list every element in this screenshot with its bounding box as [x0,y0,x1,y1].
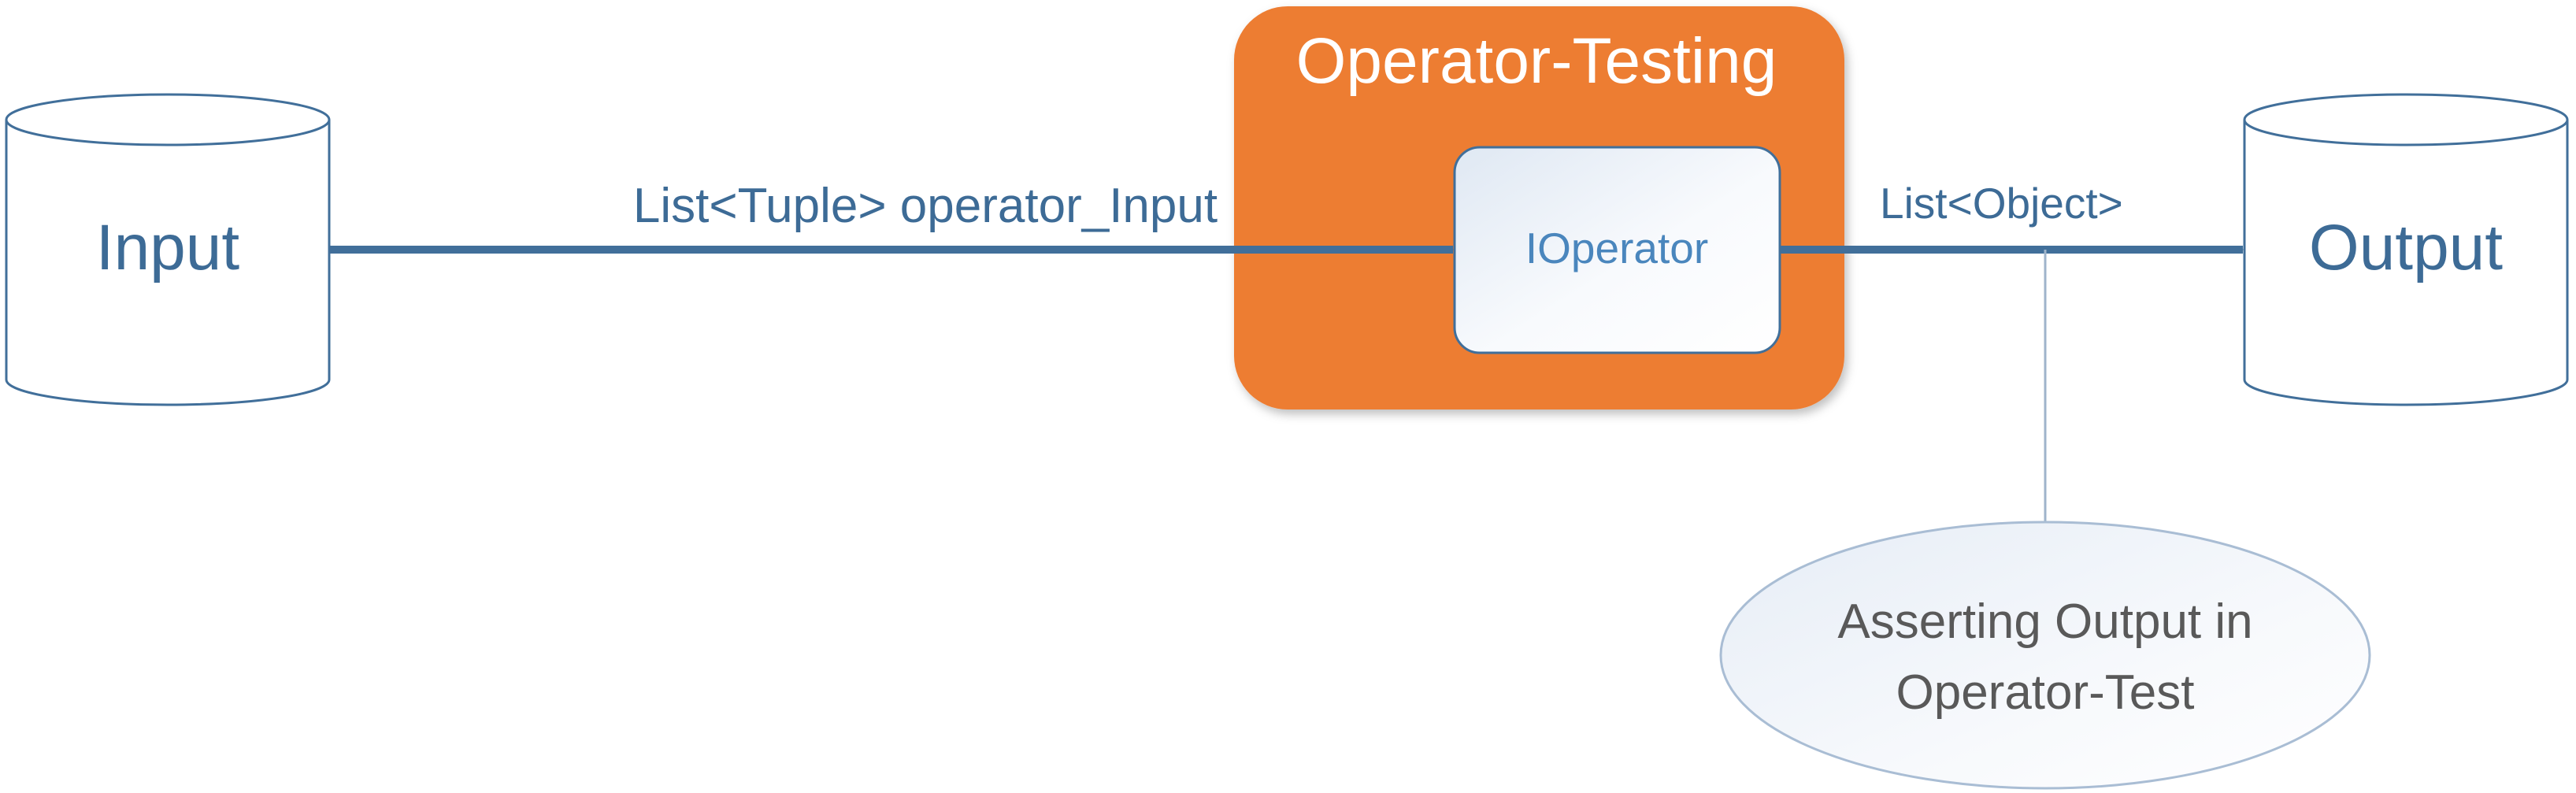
input-cylinder-top [5,93,331,146]
ioperator-label: IOperator [1525,224,1708,272]
input-data-store: Input [5,93,331,406]
assertion-note-line1: Asserting Output in [1837,595,2252,649]
assertion-ellipse [1719,521,2371,790]
output-edge: List<Object> [1780,179,2244,254]
assertion-note-line2: Operator-Test [1896,665,2194,720]
output-edge-label: List<Object> [1880,179,2123,228]
input-cylinder-body [5,120,331,406]
output-cylinder-body [2243,120,2569,406]
input-edge: List<Tuple> operator_Input [329,179,1454,254]
output-cylinder-top [2243,93,2569,146]
assertion-note: Asserting Output in Operator-Test [1719,521,2371,790]
output-label: Output [2309,212,2503,283]
input-label: Input [96,212,240,283]
ioperator-node: IOperator [1453,146,1781,354]
input-edge-label: List<Tuple> operator_Input [633,179,1218,233]
operator-testing-title: Operator-Testing [1296,25,1777,97]
output-data-store: Output [2243,93,2569,406]
